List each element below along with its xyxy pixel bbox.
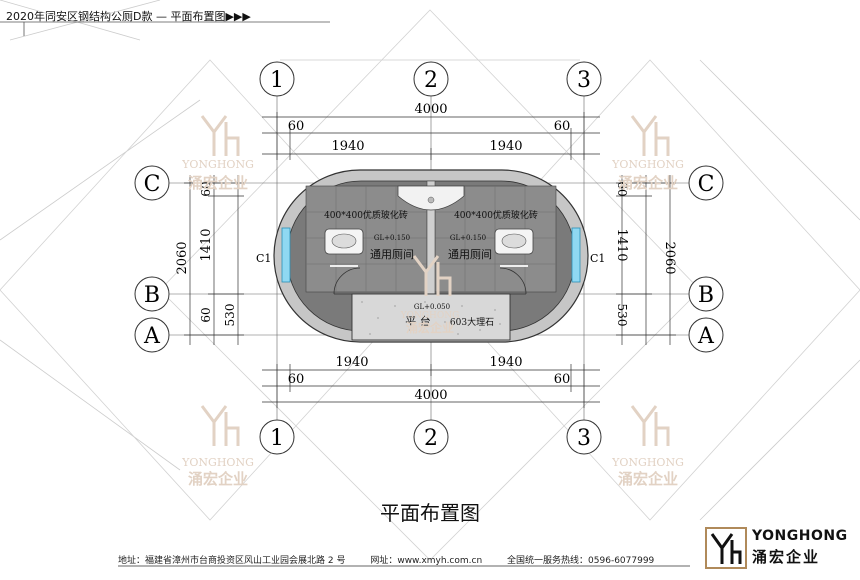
footer: 地址：福建省漳州市台商投资区风山工业园会展北路 2 号 网址：www.xmyh.… bbox=[118, 553, 676, 566]
watermark-logos bbox=[200, 115, 670, 446]
brand-name-en: YONGHONG bbox=[752, 528, 848, 544]
header-title: 2020年同安区钢结构公厕D款 — 平面布置图▶▶▶ bbox=[6, 10, 251, 23]
watermark-en-center: YONGHONG bbox=[400, 311, 460, 321]
watermark-zh-tr: 涌宏企业 bbox=[618, 174, 678, 192]
window-tag-left: C1 bbox=[256, 252, 271, 265]
dim-room-depth-left: 1410 bbox=[199, 228, 214, 261]
col-3-bottom: 3 bbox=[577, 426, 591, 451]
footer-hotline: 全国统一服务热线：0596-6077999 bbox=[507, 556, 655, 566]
platform-label: 平 台 bbox=[405, 314, 431, 328]
row-c-right: C bbox=[698, 172, 715, 197]
platform-level: GL+0.050 bbox=[414, 303, 450, 311]
floor-level-left: GL+0.150 bbox=[374, 234, 410, 242]
room-name-right: 通用厕间 bbox=[448, 248, 492, 261]
col-3-top: 3 bbox=[577, 68, 591, 93]
dim-height-right: 2060 bbox=[662, 241, 677, 274]
dim-offset-top-left: 60 bbox=[288, 119, 305, 134]
watermark-zh-center: 涌宏企业 bbox=[406, 320, 454, 335]
row-a-right: A bbox=[697, 324, 715, 349]
window-tag-right: C1 bbox=[590, 252, 605, 265]
watermark-en-br: YONGHONG bbox=[611, 456, 684, 469]
dim-bay-bottom-left: 1940 bbox=[335, 355, 368, 370]
footer-website: 网址：www.xmyh.com.cn bbox=[370, 556, 483, 566]
dim-room-depth-right: 1410 bbox=[614, 228, 629, 261]
floor-material-right: 400*400优质玻化砖 bbox=[454, 209, 538, 221]
col-1-bottom: 1 bbox=[270, 426, 284, 451]
row-axis-left bbox=[134, 165, 170, 353]
row-c-left: C bbox=[144, 172, 161, 197]
col-2-bottom: 2 bbox=[424, 426, 438, 451]
bottom-dimensions bbox=[262, 364, 600, 408]
dim-offset-bottom-right: 60 bbox=[554, 372, 571, 387]
dim-height-left: 2060 bbox=[175, 241, 190, 274]
dim-wall-offset-left: 60 bbox=[199, 181, 213, 196]
watermark-zh-bl: 涌宏企业 bbox=[188, 470, 248, 488]
watermark-zh-br: 涌宏企业 bbox=[618, 470, 678, 488]
watermark-en-tr: YONGHONG bbox=[611, 158, 684, 171]
col-1-top: 1 bbox=[270, 68, 284, 93]
col-2-top: 2 bbox=[424, 68, 438, 93]
dim-offset-bottom-left: 60 bbox=[288, 372, 305, 387]
dim-wall-offset-right: 60 bbox=[615, 181, 629, 196]
dim-bay-top-right: 1940 bbox=[489, 139, 522, 154]
dim-platform-depth-right: 530 bbox=[615, 304, 629, 327]
floor-level-right: GL+0.150 bbox=[450, 234, 486, 242]
top-dimensions bbox=[262, 112, 600, 160]
row-axis-right bbox=[688, 165, 724, 353]
brand-name-zh: 涌宏企业 bbox=[752, 548, 821, 566]
floor-material-left: 400*400优质玻化砖 bbox=[324, 209, 408, 221]
dim-total-bottom: 4000 bbox=[414, 388, 447, 403]
row-b-left: B bbox=[144, 283, 160, 308]
background-guides bbox=[0, 0, 860, 521]
watermark-en-tl: YONGHONG bbox=[181, 158, 254, 171]
watermark-zh-tl: 涌宏企业 bbox=[188, 174, 248, 192]
column-axis-bottom bbox=[259, 419, 602, 455]
dim-offset-top-right: 60 bbox=[554, 119, 571, 134]
footer-address: 地址：福建省漳州市台商投资区风山工业园会展北路 2 号 bbox=[118, 556, 346, 566]
brand-logo-icon bbox=[705, 527, 747, 569]
watermark-en-bl: YONGHONG bbox=[181, 456, 254, 469]
row-b-right: B bbox=[698, 283, 714, 308]
dim-bay-bottom-right: 1940 bbox=[489, 355, 522, 370]
dim-total-top: 4000 bbox=[414, 102, 447, 117]
room-name-left: 通用厕间 bbox=[370, 248, 414, 261]
column-axis-top bbox=[259, 61, 602, 97]
row-a-left: A bbox=[143, 324, 161, 349]
dim-platform-offset-left: 60 bbox=[199, 307, 213, 322]
right-dimensions bbox=[616, 175, 676, 345]
left-dimensions bbox=[184, 175, 244, 345]
dim-platform-depth-left: 530 bbox=[223, 304, 237, 327]
dim-bay-top-left: 1940 bbox=[331, 139, 364, 154]
platform-material: 603大理石 bbox=[450, 316, 494, 328]
drawing-caption: 平面布置图 bbox=[380, 501, 480, 525]
building-outline bbox=[273, 169, 589, 343]
